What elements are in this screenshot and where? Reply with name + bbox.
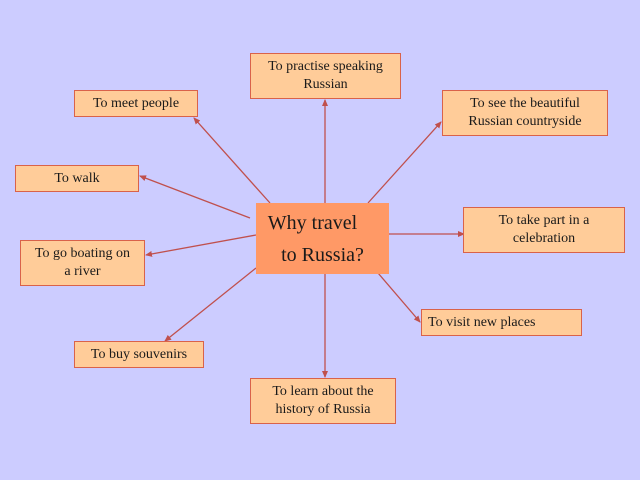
node-text: Russian <box>303 77 348 92</box>
node-meet-people: To meet people <box>74 90 198 117</box>
arrow-to-walk <box>139 175 251 219</box>
central-topic-line1: Why travel <box>267 211 358 234</box>
central-topic: Why travel to Russia? <box>256 203 389 274</box>
node-celebration: To take part in a celebration <box>463 207 625 253</box>
node-learn-history: To learn about the history of Russia <box>250 378 396 424</box>
node-practise-russian: To practise speaking Russian <box>250 53 401 99</box>
node-visit-places: To visit new places <box>421 309 582 336</box>
node-text: To go boating on <box>34 246 131 261</box>
node-walk: To walk <box>15 165 139 192</box>
node-text: To walk <box>54 170 100 186</box>
arrow-to-countryside <box>367 121 442 204</box>
node-buy-souvenirs: To buy souvenirs <box>74 341 204 368</box>
node-text: To practise speaking <box>268 59 383 74</box>
node-text: To take part in a <box>498 213 590 228</box>
node-boating: To go boating on a river <box>20 240 145 286</box>
node-text: To meet people <box>92 95 180 111</box>
node-text: To visit new places <box>428 314 536 330</box>
arrow-to-visit <box>377 272 421 323</box>
node-text: history of Russia <box>275 402 371 417</box>
node-text: Russian countryside <box>468 114 582 129</box>
node-see-countryside: To see the beautiful Russian countryside <box>442 90 608 136</box>
node-text: To buy souvenirs <box>90 346 188 362</box>
central-topic-line2: to Russia? <box>281 243 364 266</box>
arrow-to-meet <box>193 117 271 204</box>
arrow-to-boating <box>145 234 257 257</box>
arrow-to-souvenirs <box>164 267 257 342</box>
node-text: To learn about the <box>272 384 374 399</box>
node-text: To see the beautiful <box>470 96 580 111</box>
node-text: a river <box>64 264 101 279</box>
node-text: celebration <box>512 231 576 246</box>
